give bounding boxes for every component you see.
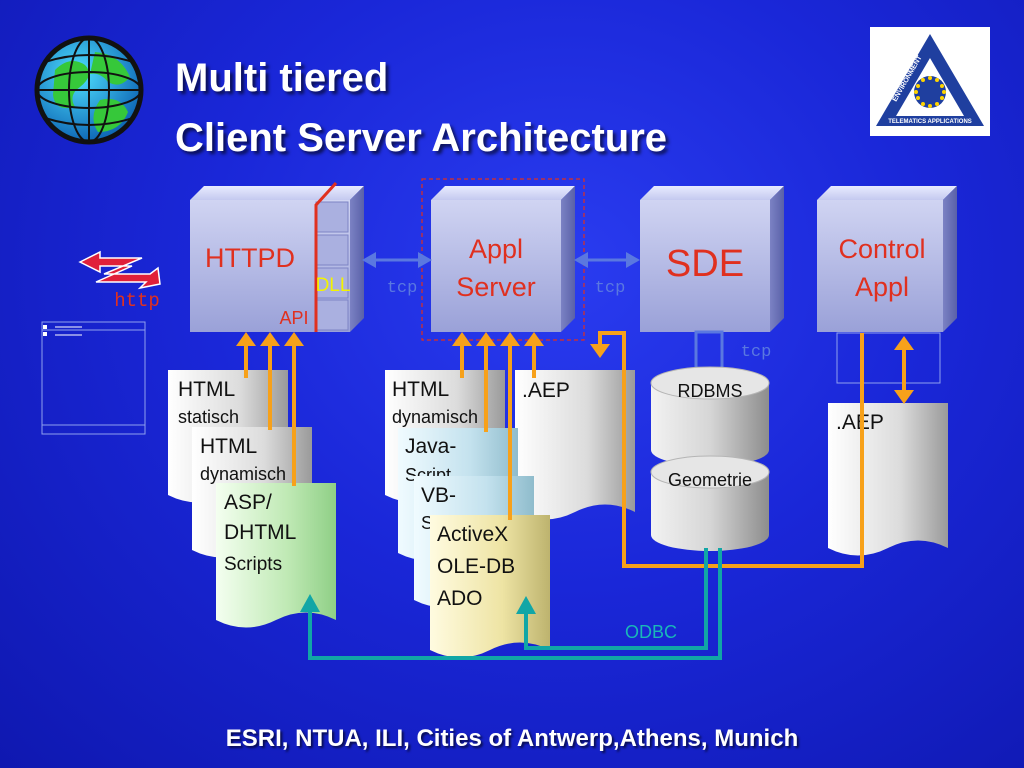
- tcp-label-1: tcp: [387, 279, 418, 298]
- doc-html-dynamic-title: HTML: [200, 435, 257, 458]
- control-appl-label-2: Appl: [855, 272, 909, 302]
- control-appl-label-1: Control: [838, 234, 925, 264]
- api-label: API: [279, 308, 308, 328]
- httpd-box: HTTPD DLL API: [190, 181, 364, 332]
- odbc-label: ODBC: [625, 622, 677, 642]
- rdbms-label: RDBMS: [677, 381, 742, 401]
- doc-java-line1: Java-: [405, 435, 456, 458]
- control-appl-box: Control Appl: [817, 186, 957, 332]
- httpd-label: HTTPD: [205, 243, 295, 273]
- globe-icon: [34, 35, 144, 145]
- title-line-2: Client Server Architecture: [175, 116, 668, 160]
- doc-html-dynamic-2-sub: dynamisch: [392, 407, 478, 427]
- doc-activex-line3: ADO: [437, 587, 483, 610]
- doc-control-aep-title: .AEP: [836, 411, 884, 434]
- doc-asp-line3: Scripts: [224, 554, 282, 575]
- doc-html-static-sub: statisch: [178, 407, 239, 427]
- appl-server-box: Appl Server: [431, 186, 575, 332]
- http-label: http: [114, 290, 160, 312]
- appl-server-highlight: [421, 178, 585, 341]
- appl-server-label-1: Appl: [469, 234, 523, 264]
- orange-arrows: [244, 331, 906, 568]
- environment-logo: ENVIRONMENT ENVIRONMENT TELEMATICS APPLI…: [870, 27, 990, 136]
- doc-aep: .AEP: [515, 370, 635, 520]
- tcp-label-2: tcp: [595, 279, 626, 298]
- doc-asp-line2: DHTML: [224, 521, 296, 544]
- tcp-arrow-httpd-appl: tcp: [362, 252, 432, 298]
- doc-activex-line2: OLE-DB: [437, 555, 515, 578]
- orange-arrowheads: [236, 332, 914, 404]
- window-placeholder: [41, 321, 146, 435]
- appl-server-label-2: Server: [456, 272, 536, 302]
- sde-label: SDE: [666, 243, 744, 285]
- doc-html-dynamic-2-title: HTML: [392, 378, 449, 401]
- title-line-1: Multi tiered: [175, 56, 389, 100]
- doc-asp-line1: ASP/: [224, 491, 272, 514]
- doc-vb-line1: VB-: [421, 484, 456, 507]
- geometrie-label: Geometrie: [668, 470, 752, 490]
- dll-label: DLL: [316, 275, 351, 296]
- doc-activex-line1: ActiveX: [437, 523, 508, 546]
- tcp-label-3: tcp: [741, 343, 772, 362]
- sde-box: SDE: [640, 186, 784, 332]
- tcp-arrow-appl-sde: tcp: [574, 252, 640, 298]
- doc-activex: ActiveX OLE-DB ADO: [430, 515, 550, 658]
- odbc-lines: [308, 548, 722, 660]
- doc-html-static-title: HTML: [178, 378, 235, 401]
- doc-asp-dhtml: ASP/ DHTML Scripts: [216, 483, 336, 628]
- logo-text-bottom: TELEMATICS APPLICATIONS: [888, 119, 972, 125]
- database-rdbms: RDBMS Geometrie: [650, 366, 770, 551]
- odbc-arrowheads: [300, 594, 536, 614]
- footer-credits: ESRI, NTUA, ILI, Cities of Antwerp,Athen…: [225, 725, 799, 752]
- doc-control-aep: .AEP: [828, 403, 948, 556]
- doc-aep-title: .AEP: [522, 379, 570, 402]
- lightning-icon: http: [78, 250, 161, 312]
- control-outline: [836, 332, 941, 384]
- doc-html-dynamic-sub: dynamisch: [200, 464, 286, 484]
